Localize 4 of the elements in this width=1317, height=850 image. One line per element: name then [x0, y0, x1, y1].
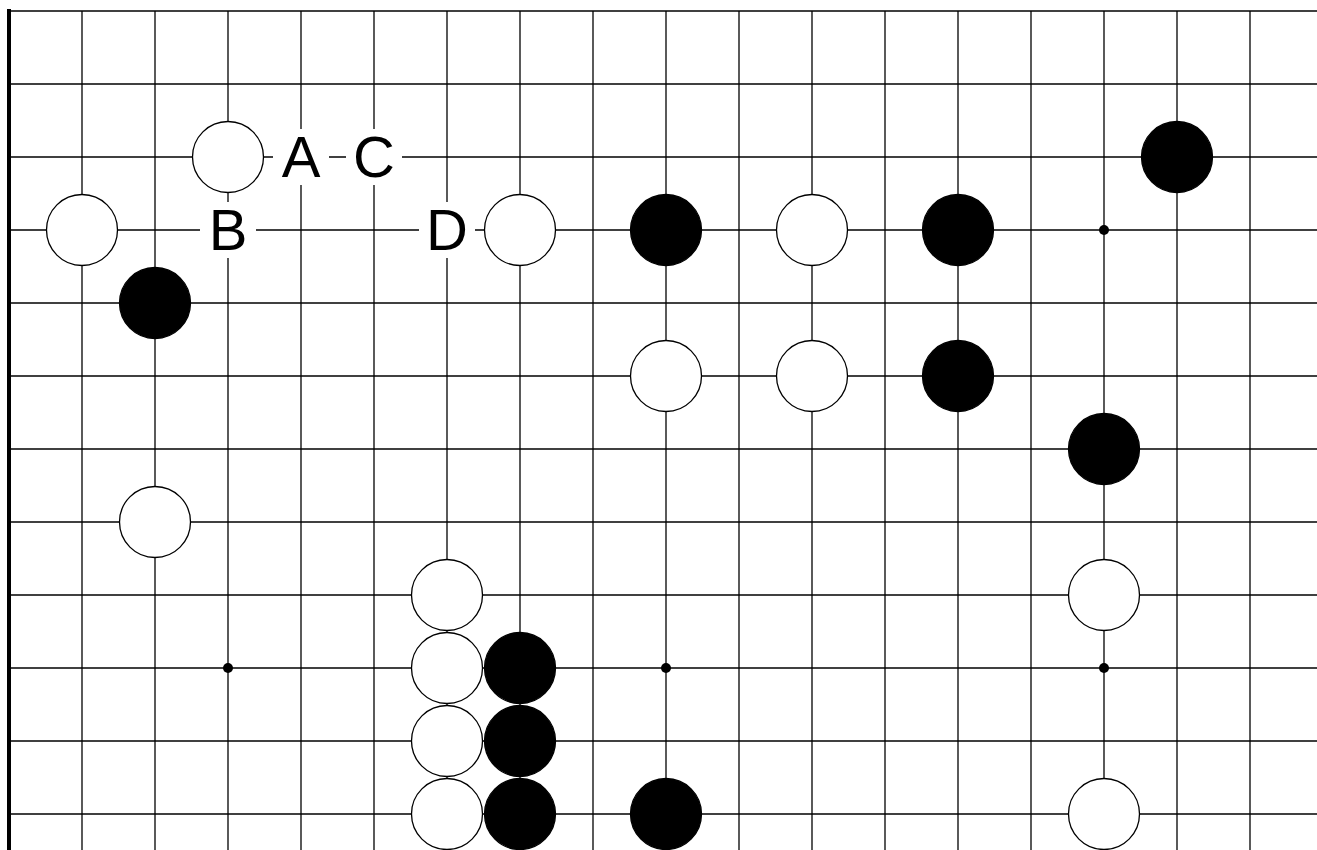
point-label: C: [346, 129, 402, 185]
point-label: A: [273, 129, 329, 185]
point-label: D: [419, 202, 475, 258]
point-label: B: [200, 202, 256, 258]
